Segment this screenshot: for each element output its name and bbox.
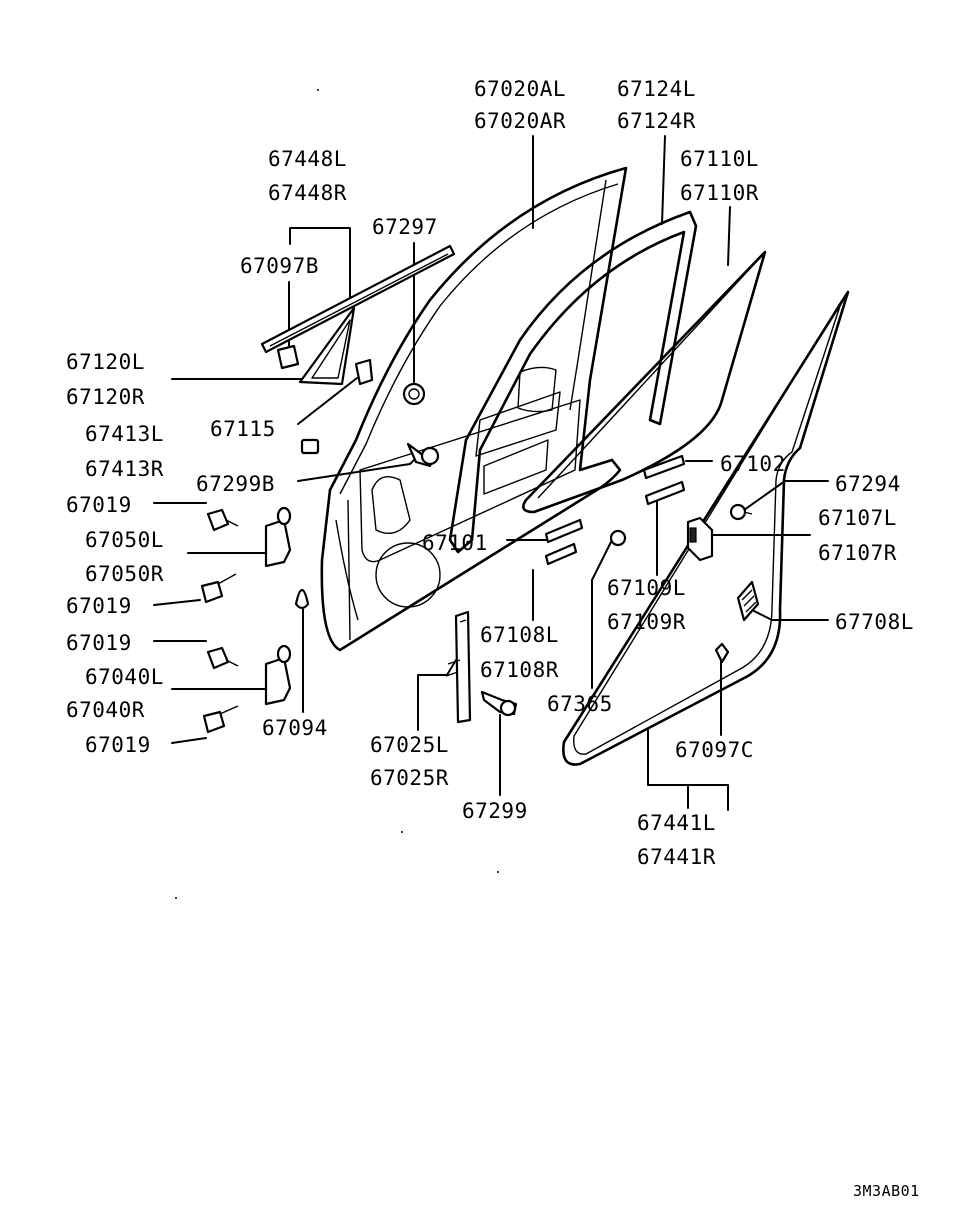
part-labels: 67020AL 67020AR 67124L 67124R 67448L 674…	[66, 77, 920, 1200]
part-bolt-67019-a	[206, 508, 239, 532]
leader-67019-d	[171, 737, 207, 744]
leader-67115	[297, 377, 358, 425]
part-strip-67109	[644, 480, 686, 506]
diagram-code: 3M3AB01	[853, 1182, 920, 1200]
part-glass-run-67124	[448, 210, 698, 554]
label-67050L: 67050L	[85, 528, 164, 552]
part-cap-67365	[609, 529, 627, 547]
label-67294: 67294	[835, 472, 901, 496]
leader-67110	[727, 206, 731, 266]
part-plug-67094	[294, 588, 310, 610]
leader-lines	[153, 135, 829, 811]
leader-67124	[661, 135, 666, 225]
part-stopper-67107	[686, 516, 714, 562]
label-67108R: 67108R	[480, 658, 559, 682]
label-67299: 67299	[462, 799, 528, 823]
label-67019-b: 67019	[66, 594, 132, 618]
part-hinge-lower-67040	[264, 644, 292, 706]
part-door-frame-67020A	[320, 166, 628, 652]
part-door-glass-67110	[522, 250, 767, 514]
label-67365: 67365	[547, 692, 613, 716]
label-67441L: 67441L	[637, 811, 716, 835]
label-67708L: 67708L	[835, 610, 914, 634]
part-bracket-67115	[354, 358, 374, 386]
part-clip-67294	[729, 503, 753, 521]
leader-67025	[417, 659, 457, 731]
label-67097C: 67097C	[675, 738, 754, 762]
label-67040R: 67040R	[66, 698, 145, 722]
label-67441R: 67441R	[637, 845, 716, 869]
label-67299B: 67299B	[196, 472, 275, 496]
label-67050R: 67050R	[85, 562, 164, 586]
label-67120L: 67120L	[66, 350, 145, 374]
label-67120R: 67120R	[66, 385, 145, 409]
part-corner-trim-67120	[298, 306, 356, 386]
part-strip-67108	[544, 542, 578, 566]
label-67019-c: 67019	[66, 631, 132, 655]
part-channel-67025	[445, 610, 472, 724]
label-67019-d: 67019	[85, 733, 151, 757]
part-hinge-upper-67050	[264, 506, 292, 568]
label-67101: 67101	[422, 531, 488, 555]
label-67107L: 67107L	[818, 506, 897, 530]
label-67102: 67102	[720, 452, 786, 476]
part-strip-67102	[642, 454, 686, 480]
leader-67448	[289, 227, 351, 301]
label-67413R: 67413R	[85, 457, 164, 481]
label-67448L: 67448L	[268, 147, 347, 171]
label-67097B: 67097B	[240, 254, 319, 278]
label-67413L: 67413L	[85, 422, 164, 446]
label-67448R: 67448R	[268, 181, 347, 205]
label-67110L: 67110L	[680, 147, 759, 171]
part-bolt-67019-b	[200, 573, 237, 604]
leader-67365	[591, 539, 613, 689]
label-67108L: 67108L	[480, 623, 559, 647]
label-67124R: 67124R	[617, 109, 696, 133]
label-67297: 67297	[372, 215, 438, 239]
label-67019-a: 67019	[66, 493, 132, 517]
label-67020AL: 67020AL	[474, 77, 566, 101]
part-grille-67708L	[736, 580, 760, 622]
label-67025R: 67025R	[370, 766, 449, 790]
part-clip-67097B	[276, 344, 300, 370]
label-67107R: 67107R	[818, 541, 897, 565]
part-bolt-67019-c	[206, 646, 239, 670]
part-pad-67413	[300, 438, 320, 455]
label-67124L: 67124L	[617, 77, 696, 101]
label-67020AR: 67020AR	[474, 109, 566, 133]
part-bolt-67297	[402, 382, 426, 406]
part-belt-moulding-67448	[260, 244, 456, 354]
leader-67708	[751, 609, 829, 621]
label-67040L: 67040L	[85, 665, 164, 689]
part-bolt-67299	[480, 690, 518, 717]
part-strip-67101	[544, 518, 584, 544]
label-67109L: 67109L	[607, 576, 686, 600]
part-bolt-67019-d	[202, 705, 239, 734]
part-clip-67097C	[714, 642, 730, 664]
label-67110R: 67110R	[680, 181, 759, 205]
specks	[175, 89, 499, 899]
label-67094: 67094	[262, 716, 328, 740]
part-bolt-67299B	[406, 442, 440, 468]
leader-67294	[743, 480, 829, 511]
part-weatherstrip-67441	[562, 290, 850, 766]
leader-67019-b	[153, 599, 201, 606]
leader-67441	[647, 729, 729, 811]
label-67025L: 67025L	[370, 733, 449, 757]
label-67115: 67115	[210, 417, 276, 441]
